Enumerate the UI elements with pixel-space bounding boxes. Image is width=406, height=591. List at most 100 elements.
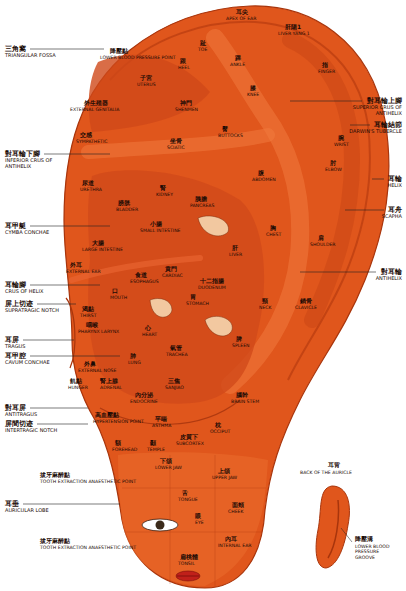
part-label: WRIST xyxy=(334,142,349,147)
part-label: LARGE INTESTINE xyxy=(82,247,123,252)
spleen-picture xyxy=(205,316,232,336)
part-label: SUPERIOR CRUS OF ANTIHELIX xyxy=(340,105,402,117)
part-label: LUNG xyxy=(128,360,141,365)
part-label: 肺 xyxy=(130,353,136,360)
leader-line xyxy=(37,304,76,305)
part-label: BUTTOCKS xyxy=(218,133,243,138)
part-label: EXTERNAL EAR xyxy=(66,269,101,274)
part-label: 口 xyxy=(112,288,118,295)
part-label: LOWER BLOOD PRESSURE GROOVE xyxy=(355,544,400,560)
part-label: 高血壓點 xyxy=(95,412,119,419)
part-label: ANTITRAGUS xyxy=(5,412,61,418)
part-label: CRUS OF HELIX xyxy=(5,289,61,295)
part-label: 耳尖 xyxy=(236,9,248,16)
heart-picture xyxy=(150,298,172,317)
leader-line xyxy=(23,504,120,505)
part-label: 降壓點 xyxy=(110,48,128,55)
part-label: SUPRATRAGIC NOTCH xyxy=(5,308,61,314)
part-label: 對耳屏 xyxy=(5,404,26,412)
part-label: 對耳輪上腳 xyxy=(367,97,402,105)
part-label: TONSIL xyxy=(178,561,195,566)
part-label: 踝 xyxy=(235,55,241,62)
part-label: TOE xyxy=(198,47,207,52)
part-label: SHENMEN xyxy=(175,107,198,112)
part-label: PHARYNX LARYNX xyxy=(78,329,119,334)
triangular-fossa xyxy=(89,55,210,132)
part-label: 舌 xyxy=(182,490,188,497)
part-label: 耳舟 xyxy=(388,206,402,214)
part-label: 三焦 xyxy=(168,378,180,385)
part-label: 大腸 xyxy=(92,240,104,247)
groove-line xyxy=(328,500,339,558)
back-ear-outline xyxy=(316,486,349,568)
part-label: BLADDER xyxy=(116,207,138,212)
part-label: NECK xyxy=(259,305,272,310)
part-label: AURICULAR LOBE xyxy=(5,508,61,514)
part-label: 屏上切迹 xyxy=(5,300,33,308)
eye-iris xyxy=(156,521,165,530)
part-label: 面頰 xyxy=(232,502,244,509)
part-label: 外生殖器 xyxy=(84,100,108,107)
part-label: TOOTH EXTRACTION ANAESTHETIC POINT xyxy=(40,479,136,484)
part-label: 胸 xyxy=(270,225,276,232)
part-label: CAVUM CONCHAE xyxy=(5,360,61,366)
grid-line xyxy=(122,488,266,489)
part-label: 屏間切迹 xyxy=(5,420,33,428)
part-label: THIRST xyxy=(80,313,97,318)
part-label: LOWER JAW xyxy=(155,465,182,470)
leader-line xyxy=(350,125,370,126)
part-label: 耳甲腔 xyxy=(5,352,26,360)
part-label: 腎上腺 xyxy=(100,378,118,385)
part-label: 耳屏 xyxy=(5,336,19,344)
part-label: ANKLE xyxy=(230,62,245,67)
leader-line xyxy=(44,154,110,155)
part-label: ELBOW xyxy=(325,167,342,172)
part-label: TRAGUS xyxy=(5,344,61,350)
part-label: CLAVICLE xyxy=(295,305,317,310)
part-label: INFERIOR CRUS OF ANTIHELIX xyxy=(5,158,61,170)
liver-picture xyxy=(198,216,229,236)
part-label: 頸 xyxy=(262,298,268,305)
part-label: FINGER xyxy=(318,69,335,74)
lobe-grid xyxy=(122,455,266,586)
eye-white xyxy=(142,519,178,531)
part-label: 咽喉 xyxy=(86,322,98,329)
part-label: BACK OF THE AURICLE xyxy=(300,470,352,475)
part-label: UTERUS xyxy=(137,82,156,87)
leader-line xyxy=(37,424,88,425)
part-label: 氣管 xyxy=(170,345,182,352)
part-label: 拔牙麻醉點 xyxy=(40,472,70,479)
part-label: 渴點 xyxy=(82,306,94,313)
part-label: INTERTRAGIC NOTCH xyxy=(5,428,61,434)
part-label: ASTHMA xyxy=(152,423,171,428)
part-label: SCIATIC xyxy=(167,145,185,150)
part-label: 對耳輪 xyxy=(381,268,402,276)
part-label: HUNGER xyxy=(68,385,88,390)
part-label: 耳甲艇 xyxy=(5,222,26,230)
part-label: TONGUE xyxy=(178,497,198,502)
lobe xyxy=(118,452,268,586)
part-label: 枕 xyxy=(215,422,221,429)
leader-line xyxy=(23,340,74,341)
part-label: SCAPHA xyxy=(340,214,402,220)
part-label: EXTERNAL GENITALIA xyxy=(70,107,119,112)
part-label: CYMBA CONCHAE xyxy=(5,230,61,236)
part-label: SYMPATHETIC xyxy=(76,139,107,144)
part-label: HELIX xyxy=(340,183,402,189)
part-label: 神門 xyxy=(180,100,192,107)
part-label: CARDIAC xyxy=(162,273,183,278)
lip-line xyxy=(177,576,199,577)
part-label: 耳背 xyxy=(328,462,340,469)
part-label: 食道 xyxy=(135,272,147,279)
part-label: 膝 xyxy=(250,85,256,92)
part-label: URETHRA xyxy=(80,187,102,192)
part-label: ENDOCRINE xyxy=(130,399,158,404)
part-label: 肝 xyxy=(232,245,238,252)
part-label: 腹 xyxy=(258,170,264,177)
part-label: INTERNAL EAR xyxy=(218,543,252,548)
leader-line xyxy=(300,272,376,273)
part-label: LIVER xyxy=(229,252,242,257)
